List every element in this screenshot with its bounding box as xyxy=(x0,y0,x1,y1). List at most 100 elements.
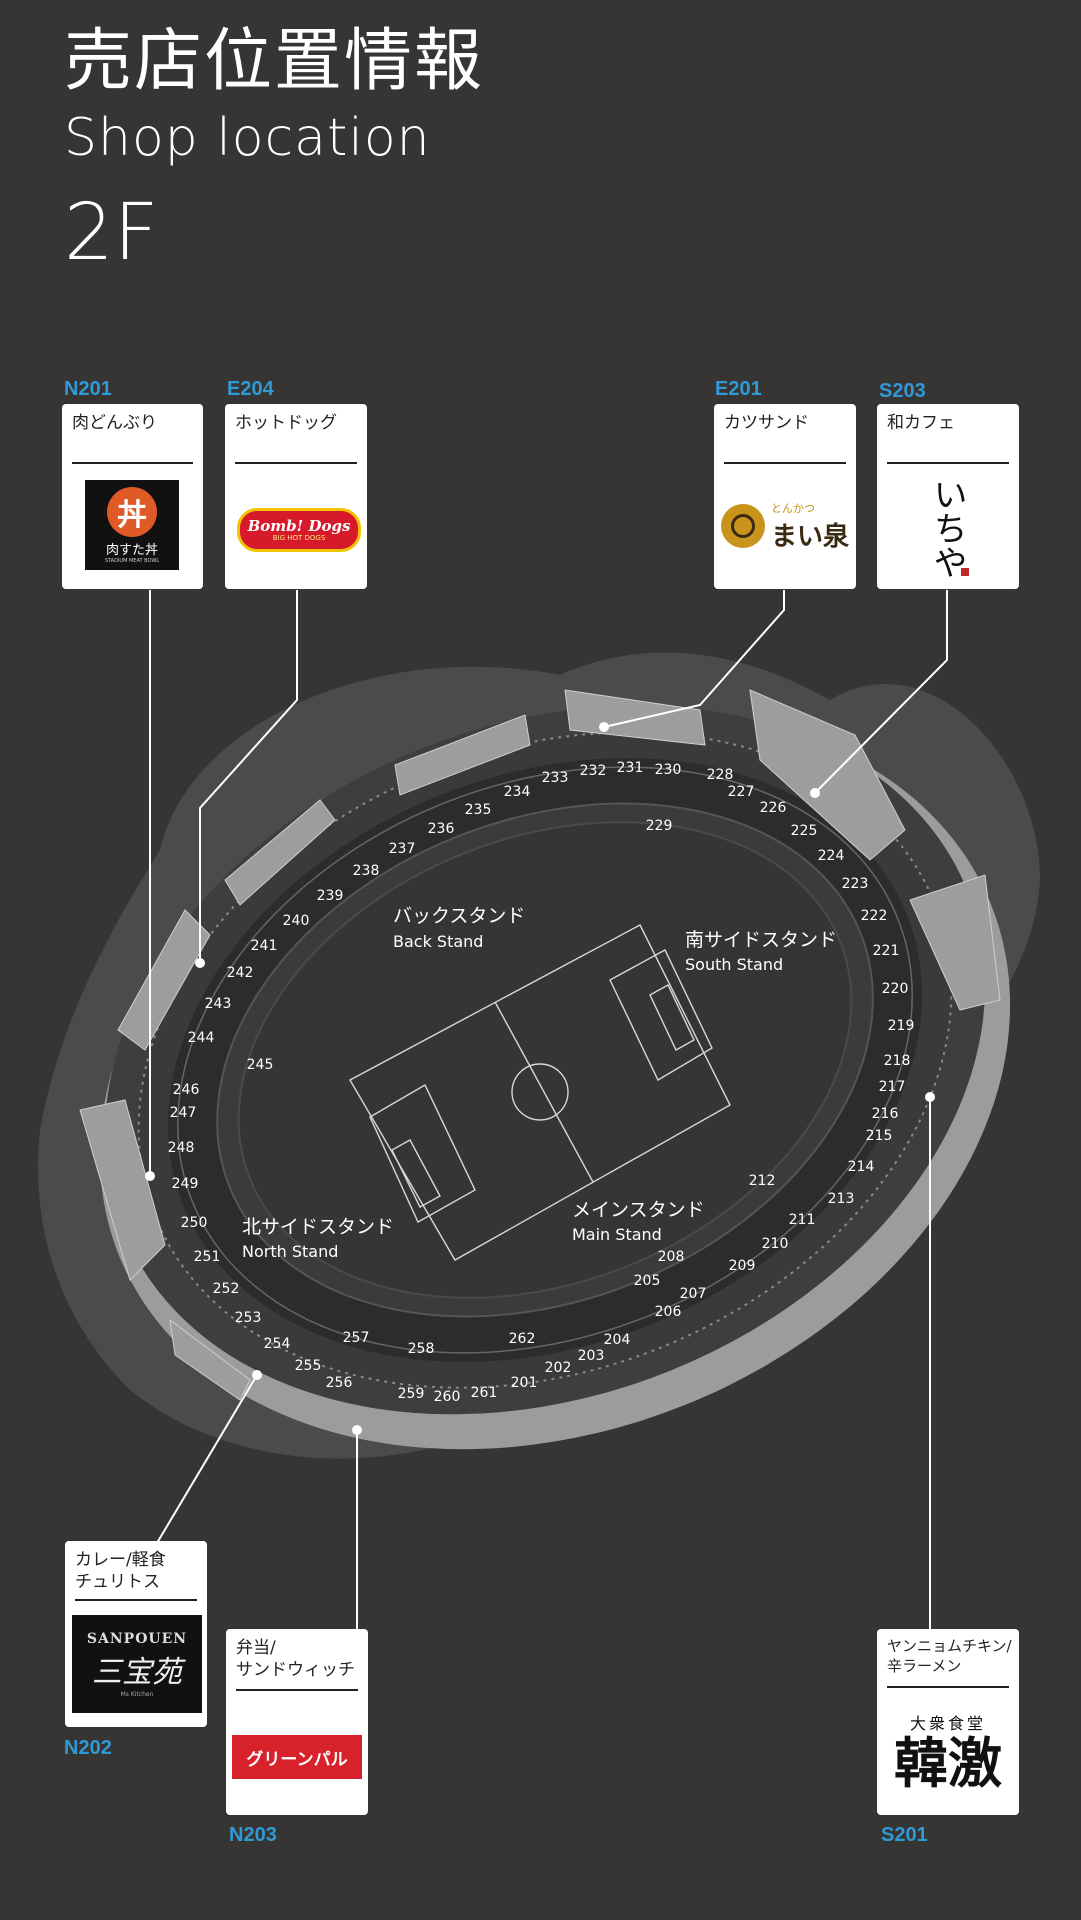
block-label-241: 241 xyxy=(251,938,278,954)
logo-greenpal: グリーンパル xyxy=(232,1735,362,1779)
shop-category: カツサンド xyxy=(724,413,809,433)
block-label-236: 236 xyxy=(428,821,455,837)
block-label-232: 232 xyxy=(580,763,607,779)
shop-category: 弁当/ サンドウィッチ xyxy=(236,1638,355,1681)
logo-sanpouen: SANPOUEN 三宝苑 Ms Kitchen xyxy=(72,1615,202,1713)
shop-card-n202[interactable]: カレー/軽食 チュリトス SANPOUEN 三宝苑 Ms Kitchen xyxy=(65,1541,207,1727)
shop-code-n201: N201 xyxy=(64,378,112,400)
divider xyxy=(724,462,846,464)
logo-text: Bomb! Dogs xyxy=(247,516,351,535)
block-label-204: 204 xyxy=(604,1332,631,1348)
block-label-223: 223 xyxy=(842,876,869,892)
block-label-248: 248 xyxy=(168,1140,195,1156)
block-label-228: 228 xyxy=(707,767,734,783)
block-label-237: 237 xyxy=(389,841,416,857)
block-label-238: 238 xyxy=(353,863,380,879)
shop-category: ホットドッグ xyxy=(235,413,337,433)
maisen-crest-icon xyxy=(720,504,765,548)
block-label-234: 234 xyxy=(504,784,531,800)
shop-card-n201[interactable]: 肉どんぶり 丼 肉すた丼 STADIUM MEAT BOWL xyxy=(62,404,203,589)
logo-text: まい泉 xyxy=(770,521,849,552)
logo-text: 韓激 xyxy=(894,1731,1002,1796)
block-label-220: 220 xyxy=(882,981,909,997)
block-label-224: 224 xyxy=(818,848,845,864)
shop-card-e204[interactable]: ホットドッグ Bomb! Dogs BIG HOT DOGS xyxy=(225,404,367,589)
floor-label: 2F xyxy=(64,188,159,278)
block-label-250: 250 xyxy=(181,1215,208,1231)
block-label-205: 205 xyxy=(634,1273,661,1289)
block-label-253: 253 xyxy=(235,1310,262,1326)
block-label-255: 255 xyxy=(295,1358,322,1374)
block-label-206: 206 xyxy=(655,1304,682,1320)
logo-sub: BIG HOT DOGS xyxy=(272,534,326,543)
block-label-245: 245 xyxy=(247,1057,274,1073)
logo-nikusutadon: 丼 肉すた丼 STADIUM MEAT BOWL xyxy=(85,480,179,570)
stand-back-en: Back Stand xyxy=(393,932,483,951)
stand-labels: バックスタンド Back Stand 南サイドスタンド South Stand … xyxy=(242,905,837,1261)
logo-text: SANPOUEN xyxy=(86,1630,188,1647)
logo-text: いちや xyxy=(927,477,967,579)
shop-card-e201[interactable]: カツサンド とんかつ まい泉 xyxy=(714,404,856,589)
block-label-247: 247 xyxy=(170,1105,197,1121)
block-label-262: 262 xyxy=(509,1331,536,1347)
block-label-227: 227 xyxy=(728,784,755,800)
block-label-244: 244 xyxy=(188,1030,215,1046)
block-label-240: 240 xyxy=(283,913,310,929)
block-label-213: 213 xyxy=(828,1191,855,1207)
block-label-239: 239 xyxy=(317,888,344,904)
shop-card-n203[interactable]: 弁当/ サンドウィッチ グリーンパル xyxy=(226,1629,368,1815)
shop-code-s203: S203 xyxy=(879,380,926,402)
stand-north-en: North Stand xyxy=(242,1242,338,1261)
shop-category: 肉どんぶり xyxy=(72,413,157,433)
block-label-209: 209 xyxy=(729,1258,756,1274)
shop-pins xyxy=(145,722,935,1435)
block-label-217: 217 xyxy=(879,1079,906,1095)
block-label-254: 254 xyxy=(264,1336,291,1352)
block-label-229: 229 xyxy=(646,818,673,834)
divider xyxy=(75,1599,197,1601)
connectors xyxy=(149,590,948,1632)
block-label-212: 212 xyxy=(749,1173,776,1189)
logo-sub: Ms Kitchen xyxy=(120,1690,154,1698)
stand-south-en: South Stand xyxy=(685,955,783,974)
block-label-226: 226 xyxy=(760,800,787,816)
stand-main-ja: メインスタンド xyxy=(572,1199,705,1221)
shop-code-n202: N202 xyxy=(64,1737,112,1759)
block-label-261: 261 xyxy=(471,1385,498,1401)
shop-code-e204: E204 xyxy=(227,378,274,400)
concourse-buildings xyxy=(79,689,1001,1401)
stand-main-en: Main Stand xyxy=(572,1225,662,1244)
block-label-230: 230 xyxy=(655,762,682,778)
stand-south-ja: 南サイドスタンド xyxy=(685,929,837,951)
block-label-221: 221 xyxy=(873,943,900,959)
block-label-249: 249 xyxy=(172,1176,199,1192)
block-label-251: 251 xyxy=(194,1249,221,1265)
block-labels: 2012022032042052062072082092102112122132… xyxy=(168,760,915,1405)
page-subtitle: Shop location xyxy=(64,108,431,168)
block-label-214: 214 xyxy=(848,1159,875,1175)
divider xyxy=(236,1689,358,1691)
shop-card-s203[interactable]: 和カフェ いちや xyxy=(877,404,1019,589)
logo-text: グリーンパル xyxy=(246,1749,348,1770)
block-label-207: 207 xyxy=(680,1286,707,1302)
pitch xyxy=(349,924,731,1261)
block-label-260: 260 xyxy=(434,1389,461,1405)
block-label-216: 216 xyxy=(872,1106,899,1122)
logo-script: 三宝苑 xyxy=(92,1654,182,1690)
shop-code-n203: N203 xyxy=(229,1824,277,1846)
stand-back-ja: バックスタンド xyxy=(393,905,525,927)
block-label-222: 222 xyxy=(861,908,888,924)
block-label-203: 203 xyxy=(578,1348,605,1364)
shop-code-s201: S201 xyxy=(881,1824,928,1846)
block-label-258: 258 xyxy=(408,1341,435,1357)
header: 売店位置情報 Shop location 2F xyxy=(64,28,484,278)
divider xyxy=(235,462,357,464)
logo-small: 大衆食堂 xyxy=(909,1714,986,1734)
shop-category: 和カフェ xyxy=(887,413,955,433)
shop-card-s201[interactable]: ヤンニョムチキン/ 辛ラーメン 大衆食堂 韓激 xyxy=(877,1629,1019,1815)
block-label-210: 210 xyxy=(762,1236,789,1252)
logo-ichiya: いちや xyxy=(917,470,977,586)
block-label-202: 202 xyxy=(545,1360,572,1376)
block-label-252: 252 xyxy=(213,1281,240,1297)
